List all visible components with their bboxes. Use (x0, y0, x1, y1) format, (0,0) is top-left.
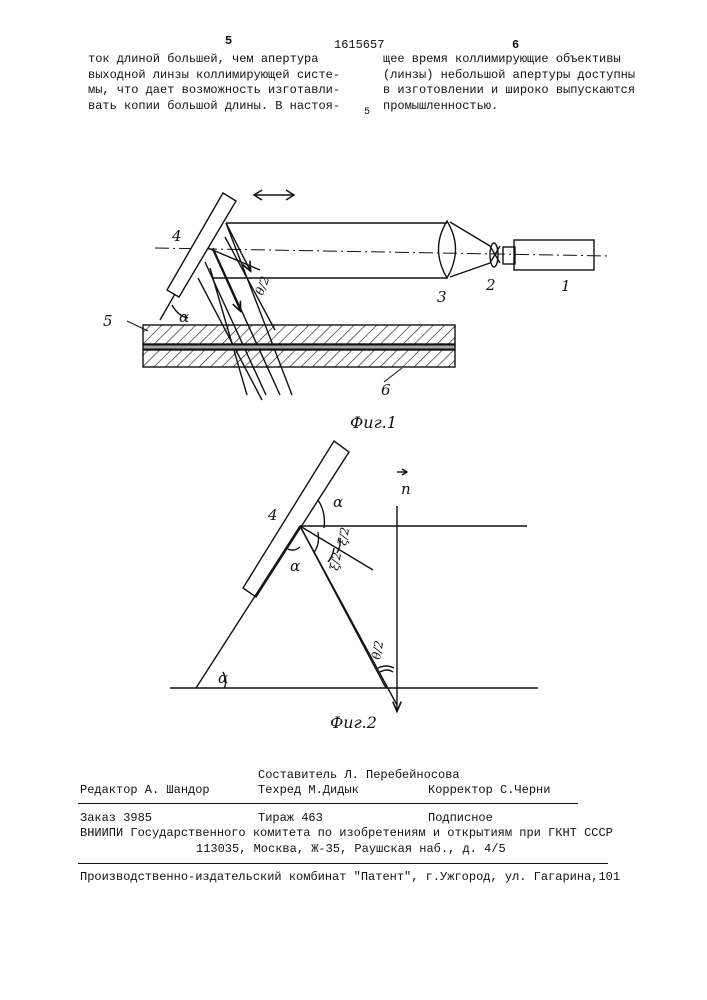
label-2: 2 (485, 276, 496, 294)
divider (78, 803, 578, 804)
colophon-address: 113035, Москва, Ж-35, Раушская наб., д. … (196, 842, 506, 857)
fig2-eps-half: ξ/2 (335, 526, 352, 546)
colophon-compiler: Составитель Л. Перебейносова (258, 768, 460, 783)
colophon-subscription: Подписное (428, 811, 493, 826)
fig2-label-4: 4 (267, 506, 278, 524)
label-1: 1 (561, 277, 571, 295)
fig2-alpha-bottom: α (218, 669, 228, 687)
fig2-theta-half: θ/2 (369, 639, 386, 660)
label-n: n (401, 480, 411, 498)
label-4: 4 (171, 227, 182, 245)
fig2-alpha-top: α (333, 493, 343, 511)
fig2-alpha-mid: α (290, 557, 300, 575)
figure-2-caption: Фиг.2 (330, 713, 377, 732)
figure-1-caption: Фиг.1 (350, 413, 397, 432)
substrate-6 (143, 350, 455, 367)
collimating-lens (439, 221, 456, 278)
label-6: 6 (381, 381, 391, 399)
colophon-institution: ВНИИПИ Государственного комитета по изоб… (80, 826, 613, 841)
colophon-editor: Редактор А. Шандор (80, 783, 210, 798)
substrate-5 (143, 325, 455, 344)
colophon-techred: Техред М.Дидык (258, 783, 359, 798)
colophon-corrector: Корректор С.Черни (428, 783, 550, 798)
fig2-xi-half: ξ/2 (327, 551, 344, 571)
label-3: 3 (437, 288, 447, 306)
divider (78, 863, 608, 864)
colophon-circulation: Тираж 463 (258, 811, 323, 826)
label-alpha: α (179, 308, 189, 326)
colophon-order: Заказ 3985 (80, 811, 152, 826)
colophon-publisher: Производственно-издательский комбинат "П… (80, 870, 620, 885)
mirror-4 (167, 193, 236, 297)
label-5: 5 (103, 312, 113, 330)
